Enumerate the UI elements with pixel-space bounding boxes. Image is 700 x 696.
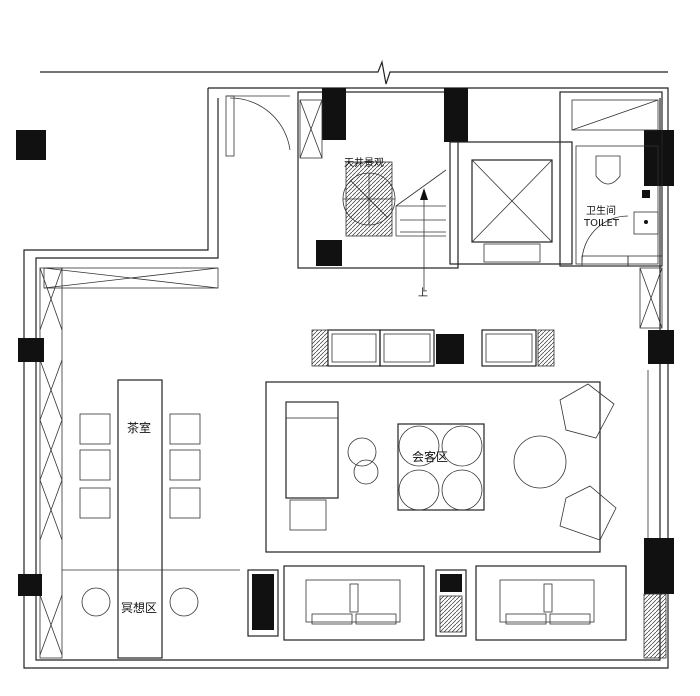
wall-columns [18,130,674,659]
up-arrow-label: 上 [418,287,428,299]
elevator-shaft [449,141,573,265]
tea-room [62,379,240,659]
bottom-units [247,565,627,641]
sofa-row [311,329,555,367]
site-boundary-line [40,59,668,85]
outer-walls [23,87,669,669]
meeting-area [265,381,617,553]
meditation-area-label: 冥想区 [121,600,157,615]
restroom [559,91,663,267]
tea-room-label: 茶室 [127,420,151,435]
meeting-area-label: 会客区 [412,449,448,464]
toilet-label: TOILET [583,218,620,229]
entrance-door [225,95,291,157]
stair-core [297,88,468,290]
column-block [16,130,46,160]
stair-view-label: 天井景观 [344,156,384,169]
restroom-label: 卫生间 [586,204,616,217]
